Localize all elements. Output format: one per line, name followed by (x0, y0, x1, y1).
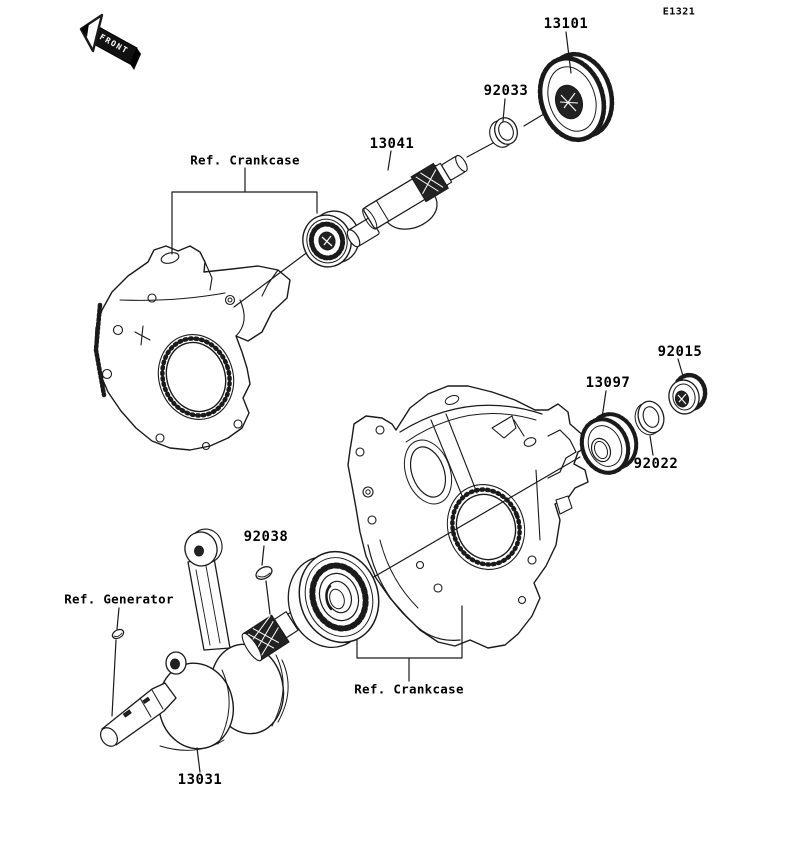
gear-13101-drawing (537, 51, 615, 143)
crankshaft-13031-drawing (99, 528, 308, 751)
callout-92033: 92033 (483, 83, 529, 99)
ref-crankcase-top-label: Ref. Crankcase (190, 152, 300, 168)
crankcase-left-drawing (93, 245, 291, 451)
washer-92022-drawing (634, 400, 665, 436)
ref-crankcase-bottom-label: Ref. Crankcase (354, 681, 464, 697)
callout-13097: 13097 (585, 375, 631, 391)
gear-13097-drawing (579, 412, 639, 475)
leader-lines (111, 31, 684, 773)
balancer-shaft-13041-drawing (346, 154, 468, 248)
washer-92033-drawing (489, 117, 518, 148)
callout-92015: 92015 (657, 344, 703, 360)
callout-92038: 92038 (243, 529, 289, 545)
bearing-top-drawing (302, 210, 360, 268)
front-direction-icon (79, 13, 141, 70)
key-generator-drawing (111, 628, 125, 640)
bearing-92015-drawing (668, 372, 708, 415)
key-92038-drawing (255, 566, 273, 580)
callout-13101: 13101 (543, 16, 589, 32)
bearing-bottom-drawing (287, 550, 380, 649)
page-code-label: E1321 (662, 6, 696, 18)
crankcase-right-drawing (347, 385, 593, 649)
callout-92022: 92022 (633, 456, 679, 472)
ref-generator-label: Ref. Generator (64, 591, 174, 607)
callout-13041: 13041 (369, 136, 415, 152)
callout-13031: 13031 (177, 772, 223, 788)
